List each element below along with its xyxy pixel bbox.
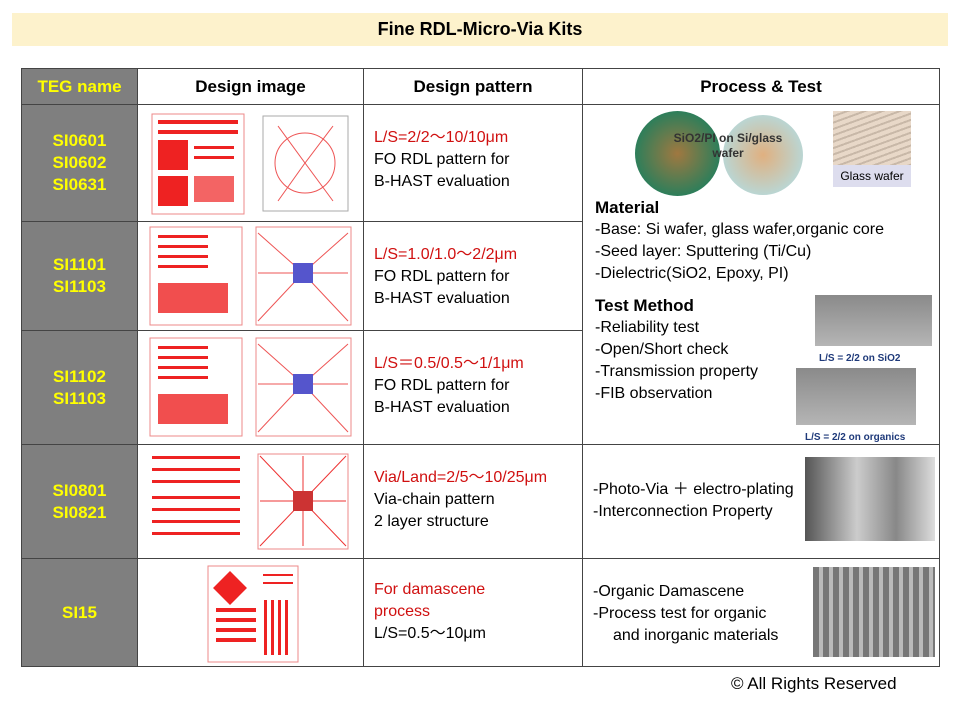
rdl-pattern-image: [149, 226, 352, 325]
process-item: -Process test for organic: [593, 605, 767, 622]
test-item: -FIB observation: [595, 385, 713, 402]
sem-caption-organics: L/S = 2/2 on organics: [805, 432, 906, 443]
via-sem-image: [805, 457, 935, 541]
material-item: -Dielectric(SiO2, Epoxy, PI): [595, 265, 789, 282]
process-item: -Interconnection Property: [593, 503, 773, 520]
process-test-cell: SiO2/PI on Si/glass wafer Glass wafer Ma…: [582, 104, 940, 445]
material-item: -Seed layer: Sputtering (Ti/Cu): [595, 243, 812, 260]
test-item: -Reliability test: [595, 319, 700, 336]
test-item: -Open/Short check: [595, 341, 729, 358]
sem-image-sio2: [815, 295, 932, 346]
test-method-title: Test Method: [595, 296, 694, 315]
glass-wafer-image: [723, 115, 803, 195]
design-image: [137, 330, 364, 445]
copyright: © All Rights Reserved: [731, 674, 897, 693]
table-header-row: TEG name Design image Design pattern Pro…: [21, 68, 940, 105]
design-image: [137, 221, 364, 331]
process-item: and inorganic materials: [613, 627, 779, 644]
process-item: -Organic Damascene: [593, 583, 745, 600]
teg-name: SI15: [21, 558, 138, 667]
rdl-pattern-image: [149, 337, 352, 436]
design-image: [137, 558, 364, 667]
header-teg-name: TEG name: [21, 68, 138, 105]
sem-image-organics: [796, 368, 916, 425]
wafer-label: SiO2/PI on Si/glass wafer: [673, 131, 783, 160]
test-item: -Transmission property: [595, 363, 759, 380]
design-image: [137, 104, 364, 222]
glass-wafer-photo: Glass wafer: [833, 111, 911, 187]
material-title: Material: [595, 198, 660, 217]
via-chain-image: [152, 453, 349, 549]
header-design-pattern: Design pattern: [363, 68, 583, 105]
header-process-test: Process & Test: [582, 68, 940, 105]
rdl-pattern-image: [151, 113, 349, 214]
process-item: -Photo-Via ＋ electro-plating: [593, 481, 794, 498]
process-test-cell: -Organic Damascene -Process test for org…: [582, 558, 940, 667]
design-image: [137, 444, 364, 559]
damascene-sem-image: [813, 567, 935, 657]
teg-table: TEG name Design image Design pattern Pro…: [21, 68, 940, 667]
sem-caption-sio2: L/S = 2/2 on SiO2: [819, 353, 901, 364]
process-test-cell: -Photo-Via ＋ electro-plating -Interconne…: [582, 444, 940, 559]
si-wafer-image: [635, 111, 720, 196]
page-title: Fine RDL-Micro-Via Kits: [12, 13, 948, 46]
damascene-pattern-image: [207, 565, 299, 662]
material-item: -Base: Si wafer, glass wafer,organic cor…: [595, 221, 885, 238]
header-design-image: Design image: [137, 68, 364, 105]
